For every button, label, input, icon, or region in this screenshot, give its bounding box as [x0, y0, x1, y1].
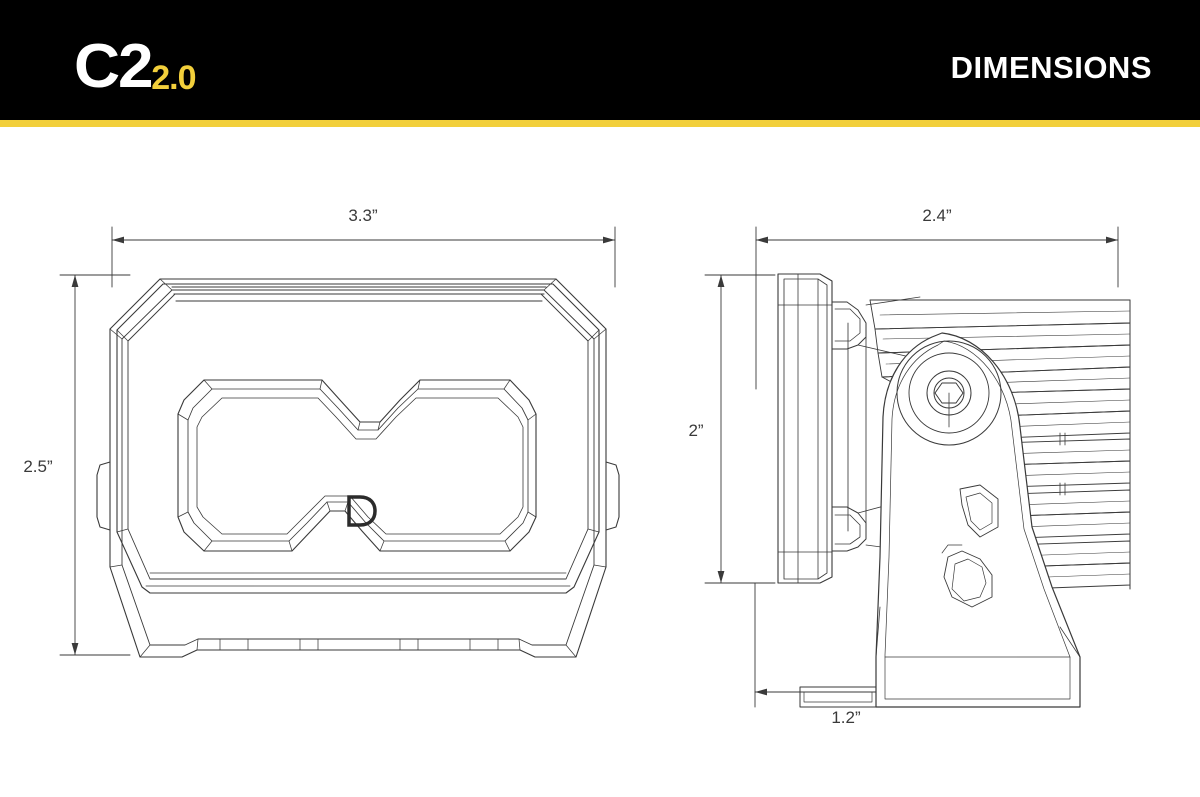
- front-top-strip: [171, 286, 547, 302]
- side-bracket-cutouts: [941, 484, 999, 608]
- side-pivot-bolt: [896, 340, 1002, 446]
- side-view-drawing: 2.4” 2” 1.2”: [688, 206, 1131, 727]
- front-height-dimension-line: [71, 274, 79, 656]
- front-extension-lines: [59, 226, 616, 656]
- side-depth-value: 2.4”: [922, 206, 952, 225]
- front-side-tabs: [96, 461, 620, 531]
- front-height-value: 2.5”: [23, 457, 53, 476]
- front-bezel-facets: [177, 379, 537, 552]
- front-width-dimension-line: [111, 236, 616, 244]
- brand-logo: C2 2.0: [74, 28, 197, 101]
- front-lower-rail: [145, 572, 571, 587]
- side-depth-dimension-line: [755, 236, 1119, 244]
- front-bottom-edge-ticks: [196, 638, 521, 651]
- side-mounting-bracket: [875, 332, 1081, 708]
- page-title: DIMENSIONS: [950, 50, 1152, 85]
- side-height-value: 2”: [688, 421, 703, 440]
- front-housing-outer-shell: [109, 278, 607, 658]
- front-logo-mark: [347, 495, 377, 527]
- side-bracket-offset-value: 1.2”: [831, 708, 861, 727]
- front-view-drawing: 3.3” 2.5”: [23, 206, 620, 658]
- front-width-value: 3.3”: [348, 206, 378, 225]
- header-accent-rule: [0, 120, 1200, 127]
- side-height-dimension-line: [717, 274, 725, 584]
- side-bracket-pillar: [875, 606, 1081, 658]
- header-bar: [0, 0, 1200, 120]
- front-bezel-outer: [116, 283, 600, 594]
- drawing-area: 3.3” 2.5”: [0, 127, 1200, 797]
- side-gasket-ring: [831, 301, 867, 552]
- side-mount-foot: [799, 686, 877, 708]
- front-shell-facets: [109, 278, 607, 658]
- side-lens-bezel: [777, 273, 833, 584]
- brand-name: C2: [74, 32, 154, 101]
- brand-version: 2.0: [151, 59, 196, 97]
